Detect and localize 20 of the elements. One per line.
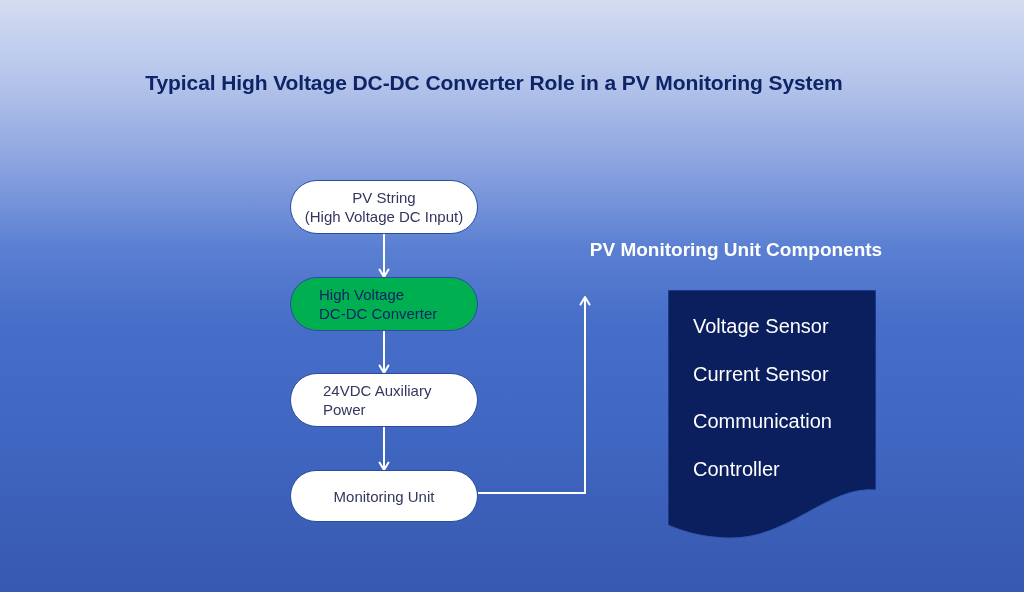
component-label: Communication <box>693 410 832 432</box>
node-label: (High Voltage DC Input) <box>304 207 464 226</box>
process-pill <box>290 277 478 331</box>
component-label: Controller <box>693 457 781 480</box>
arrow <box>378 233 390 278</box>
process-pill <box>290 373 478 427</box>
node-label: High Voltage DC-DC Converter <box>319 285 439 323</box>
section-heading: PV Monitoring Unit Components <box>588 238 884 262</box>
arrow <box>378 330 390 374</box>
diagram-title: Typical High Voltage DC-DC Converter Role in a PV Monitoring System <box>144 70 844 96</box>
component-label: Voltage Sensor <box>693 315 830 337</box>
node-label: 24VDC Auxiliary Power <box>323 381 433 419</box>
node-label: Monitoring Unit <box>333 486 435 506</box>
arrow <box>477 296 591 494</box>
component-label: Current Sensor <box>693 362 830 385</box>
arrow <box>378 426 390 471</box>
document-shape <box>668 290 876 542</box>
node-label: PV String <box>352 188 416 207</box>
process-pill <box>290 470 478 522</box>
process-pill <box>290 180 478 234</box>
